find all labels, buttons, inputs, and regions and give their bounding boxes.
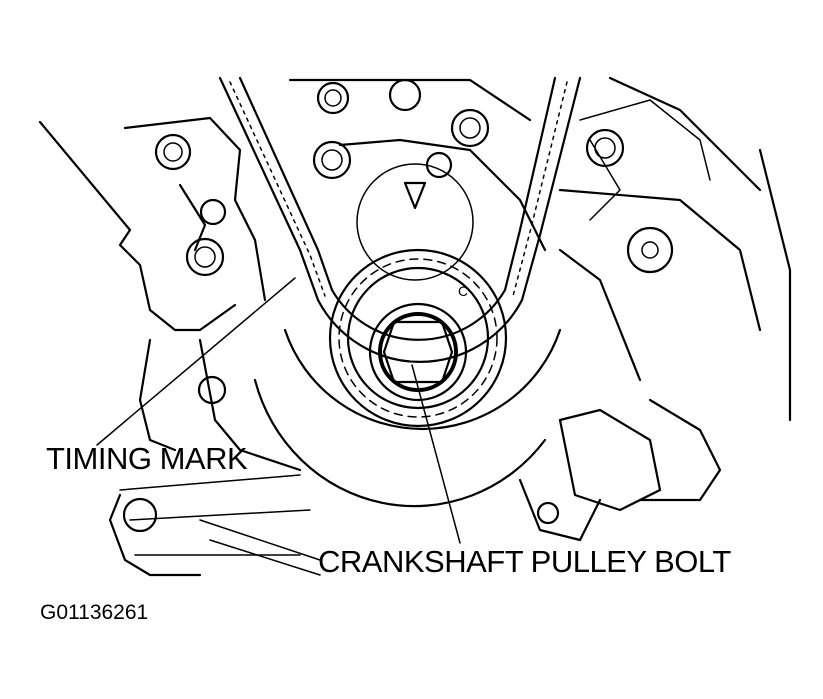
crankshaft-bolt-leader bbox=[411, 364, 461, 544]
crankshaft-pulley-bolt-label: CRANKSHAFT PULLEY BOLT bbox=[318, 544, 731, 579]
crankshaft-sprocket: C bbox=[328, 248, 508, 428]
lower-cover-arc bbox=[283, 328, 562, 430]
figure-id: G01136261 bbox=[40, 601, 148, 624]
housing-bolts bbox=[122, 78, 674, 533]
crankshaft-pulley-bolt-shape bbox=[368, 302, 468, 402]
timing-mark-reference bbox=[356, 163, 474, 281]
engine-block-outline bbox=[38, 76, 792, 577]
timing-mark-label: TIMING MARK bbox=[46, 441, 248, 476]
oil-pump-housing-arc bbox=[253, 378, 547, 508]
timing-mark-leader bbox=[96, 277, 296, 446]
svg-text:C: C bbox=[458, 283, 468, 299]
